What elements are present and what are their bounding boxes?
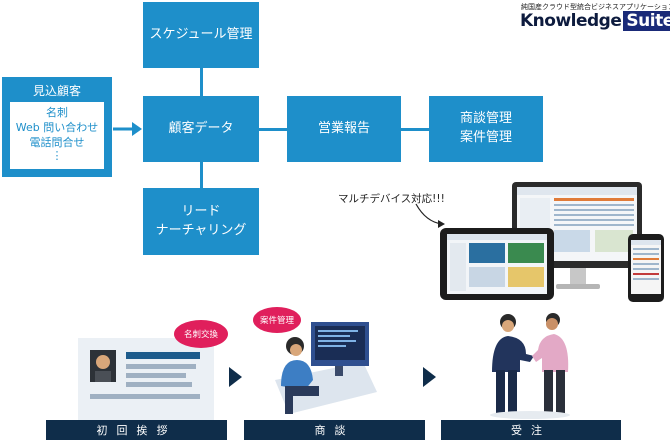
prospect-sources: 名刺 Web 問い合わせ 電話問合せ ⋮: [10, 102, 104, 169]
business-card-illustration: [78, 338, 214, 420]
prospect-source-item: 名刺: [46, 106, 68, 119]
customer-data-label: 顧客データ: [168, 120, 234, 136]
connector-customer-report: [259, 128, 287, 131]
connector-schedule-customer: [200, 68, 203, 96]
arrow-right-icon: [113, 122, 142, 136]
brand-name-knowledge: Knowledge: [520, 11, 622, 31]
deal-management-label-2: 案件管理: [459, 130, 512, 145]
exchange-cards-bubble: 名刺交換: [174, 320, 228, 348]
more-dots-icon: ⋮: [51, 148, 63, 162]
desk-worker-illustration: [275, 322, 377, 414]
stage-label: 商談: [314, 424, 355, 437]
prospect-box: 見込顧客 名刺 Web 問い合わせ 電話問合せ ⋮: [2, 77, 112, 177]
lead-nurturing-label-1: リード: [181, 203, 221, 219]
stage-label: 初回挨拶: [96, 424, 177, 437]
schedule-management-label: スケジュール管理: [149, 26, 253, 42]
sales-report-box: 営業報告: [287, 96, 401, 162]
brand-name-suite: Suite: [623, 11, 670, 31]
devices-illustration: [440, 182, 664, 302]
prospect-source-item: 電話問合せ: [29, 135, 85, 149]
multi-device-label: マルチデバイス対応!!!: [338, 193, 445, 205]
sales-report-label: 営業報告: [317, 120, 370, 136]
prospect-source-item: Web 問い合わせ: [15, 120, 99, 134]
stage-label: 受注: [511, 424, 551, 437]
stage-arrow-icon: [423, 367, 436, 387]
case-management-bubble: 案件管理: [253, 307, 301, 333]
customer-data-box: 顧客データ: [143, 96, 259, 162]
connector-report-deal: [401, 128, 429, 131]
lead-nurturing-label-2: ナーチャリング: [155, 222, 247, 238]
schedule-management-box: スケジュール管理: [143, 2, 259, 68]
stage-negotiation: 商談: [244, 420, 425, 440]
connector-customer-nurturing: [200, 162, 203, 188]
stage-arrow-icon: [229, 367, 242, 387]
curved-arrow-icon: [415, 203, 445, 228]
prospect-title: 見込顧客: [32, 84, 81, 98]
handshake-illustration: [490, 313, 570, 419]
stage-first-greeting: 初回挨拶: [46, 420, 227, 440]
lead-nurturing-box: リード ナーチャリング: [143, 188, 259, 255]
deal-management-box: 商談管理 案件管理: [429, 96, 543, 162]
deal-management-label-1: 商談管理: [459, 111, 512, 127]
stage-order-received: 受注: [441, 420, 621, 440]
brand-subtitle: 純国産クラウド型統合ビジネスアプリケーション: [521, 3, 670, 11]
